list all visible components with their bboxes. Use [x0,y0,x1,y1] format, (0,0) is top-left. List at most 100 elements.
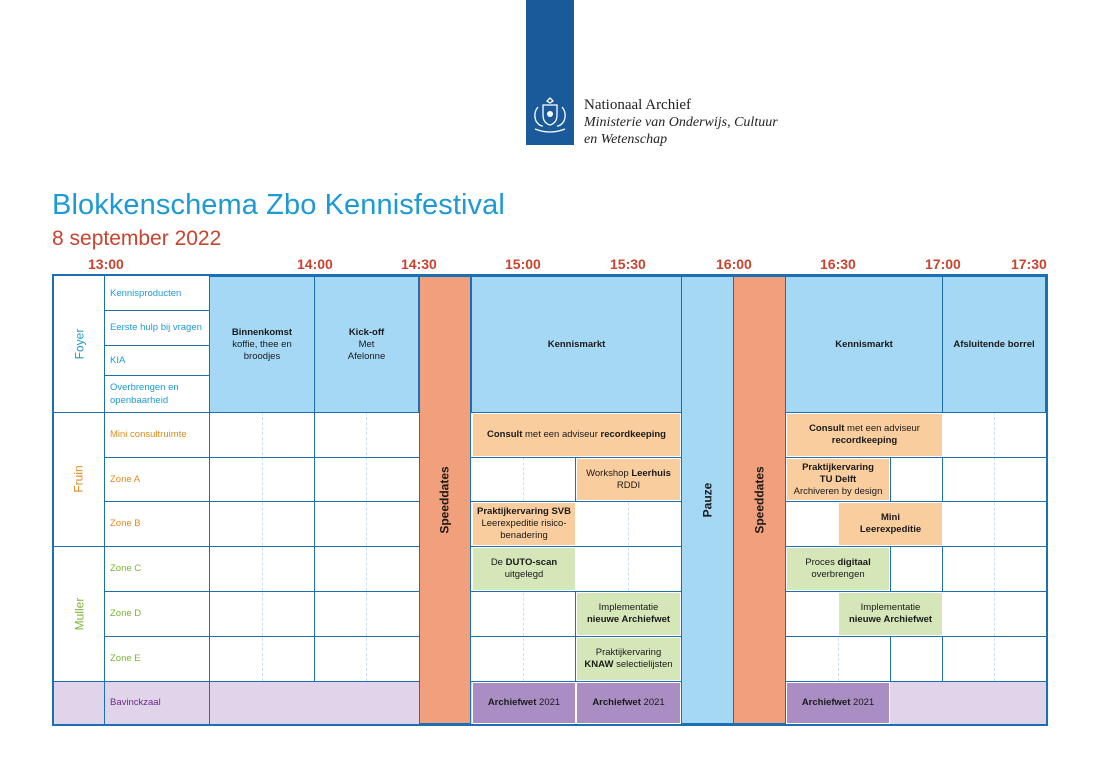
session-tudelft-desc: Archiveren by design [793,485,883,497]
grid-line [104,276,105,724]
time-label-1630: 16:30 [820,256,856,272]
session-knaw-bold: KNAW [584,659,614,670]
session-archiefwet-2-rest: 2021 [640,697,665,708]
org-name: Nationaal Archief [584,97,692,113]
session-implementatie-1-bold: nieuwe Archiefwet [586,614,671,625]
zone-mini-consult: Mini consultruimte [110,429,187,440]
session-svb-title: Praktijkervaring SVB [477,506,571,517]
time-label-1700: 17:00 [925,256,961,272]
session-archiefwet-2: Archiefwet 2021 [576,682,681,724]
zone-kia: KIA [110,354,126,366]
zone-a: Zone A [110,473,141,485]
session-duto-pre: De [490,557,506,568]
group-foyer-label: Foyer [72,328,86,360]
session-tudelft: Praktijkervaring TU Delft Archiveren by … [786,458,890,501]
zone-eerste-hulp: Eerste hulp bij vragen [110,322,202,333]
grid-line [54,546,1046,547]
session-kickoff: Kick-off Met Afelonne [314,276,419,413]
session-consult-2-mid: met een adviseur [844,423,920,434]
session-speeddates-2-label: Speeddates [752,466,767,534]
session-knaw-pre: Praktijkervaring [595,647,662,658]
session-consult-2-bold2: recordkeeping [831,435,898,446]
session-proces-pre: Proces [805,557,838,568]
session-consult-2-bold: Consult [809,423,845,434]
session-mini-leerexpeditie-title: Mini Leerexpeditie [859,512,922,535]
session-svb: Praktijkervaring SVB Leerexpeditie risic… [472,502,576,546]
session-borrel: Afsluitende borrel [942,276,1046,413]
session-speeddates-1: Speeddates [419,276,471,724]
grid-line [104,375,209,376]
session-borrel-title: Afsluitende borrel [953,338,1035,350]
grid-line [104,345,209,346]
time-label-1600: 16:00 [716,256,752,272]
session-kennismarkt-2-title: Kennismarkt [835,338,893,350]
session-archiefwet-3-bold: Archiefwet [801,697,851,708]
zone-d: Zone D [110,608,142,619]
session-knaw: Praktijkervaring KNAW selectielijsten [576,637,681,681]
session-archiefwet-1-rest: 2021 [536,697,561,708]
grid-line [104,457,1046,458]
session-duto-rest: uitgelegd [504,569,544,580]
session-consult-1: Consult met een adviseur recordkeeping [472,413,681,457]
time-label-1500: 15:00 [505,256,541,272]
time-label-1730: 17:30 [1011,256,1047,272]
session-consult-1-bold: Consult [487,429,523,440]
zone-e: Zone E [110,653,141,664]
session-tudelft-title: Praktijkervaring TU Delft [802,461,874,485]
zone-bavinck: Bavinckzaal [110,697,161,708]
session-implementatie-1-pre: Implementatie [598,602,659,613]
session-workshop-pre: Workshop [586,467,632,479]
session-archiefwet-3-rest: 2021 [850,697,875,708]
grid-line [104,591,1046,592]
session-workshop-rest: RDDI [616,479,641,491]
grid-line [54,681,1046,682]
session-consult-2: Consult met een adviseur recordkeeping [786,413,943,457]
page-title: Blokkenschema Zbo Kennisfestival [52,189,505,221]
session-binnenkomst: Binnenkomst koffie, thee en broodjes [209,276,315,413]
zone-kennisproducten: Kennisproducten [110,287,182,299]
zone-b: Zone B [110,518,141,529]
session-mini-leerexpeditie: Mini Leerexpeditie [838,502,943,546]
zone-overbrengen: Overbrengen en openbaarheid [110,381,179,406]
session-archiefwet-2-bold: Archiefwet [592,697,641,708]
time-label-1400: 14:00 [297,256,333,272]
grid-line [104,501,1046,502]
session-knaw-rest: selectielijsten [613,659,673,670]
time-label-1300: 13:00 [88,256,124,272]
page-subtitle: 8 september 2022 [52,227,222,250]
session-consult-1-bold2: recordkeeping [600,429,666,440]
session-kickoff-title: Kick-off [348,326,385,338]
group-foyer: Foyer [54,276,104,412]
session-kennismarkt-2: Kennismarkt [785,276,943,413]
session-pauze-label: Pauze [700,482,715,518]
time-label-1530: 15:30 [610,256,646,272]
session-kickoff-desc: Met Afelonne [347,338,386,362]
session-workshop-leerhuis: Workshop Leerhuis RDDI [576,458,681,501]
coat-of-arms-icon [534,97,566,133]
grid-line [104,636,1046,637]
session-archiefwet-3: Archiefwet 2021 [786,682,890,724]
session-archiefwet-1-bold: Archiefwet [487,697,537,708]
group-muller: Muller [54,546,104,681]
session-implementatie-1: Implementatie nieuwe Archiefwet [576,592,681,636]
org-subtitle: Ministerie van Onderwijs, Cultuur en Wet… [584,115,778,147]
session-kennismarkt-1-title: Kennismarkt [547,338,606,350]
session-duto-bold: DUTO-scan [505,557,558,568]
session-proces-rest: overbrengen [811,569,865,580]
session-speeddates-2: Speeddates [733,276,786,724]
session-kennismarkt-1: Kennismarkt [471,276,682,413]
session-proces-digitaal: Proces digitaal overbrengen [786,547,890,591]
session-svb-desc: Leerexpeditie risico-benadering [481,518,567,541]
group-fruin: Fruin [54,412,104,546]
session-workshop-bold: Leerhuis [631,467,671,479]
session-archiefwet-1: Archiefwet 2021 [472,682,576,724]
logo-bar [526,0,574,145]
group-muller-label: Muller [71,597,86,630]
session-implementatie-2-pre: Implementatie [860,602,921,613]
session-speeddates-1-label: Speeddates [438,466,453,534]
session-consult-1-mid: met een adviseur [522,429,601,440]
session-binnenkomst-desc: koffie, thee en broodjes [232,338,292,362]
session-duto-scan: De DUTO-scan uitgelegd [472,547,576,591]
session-proces-bold: digitaal [837,557,871,568]
time-label-1430: 14:30 [401,256,437,272]
